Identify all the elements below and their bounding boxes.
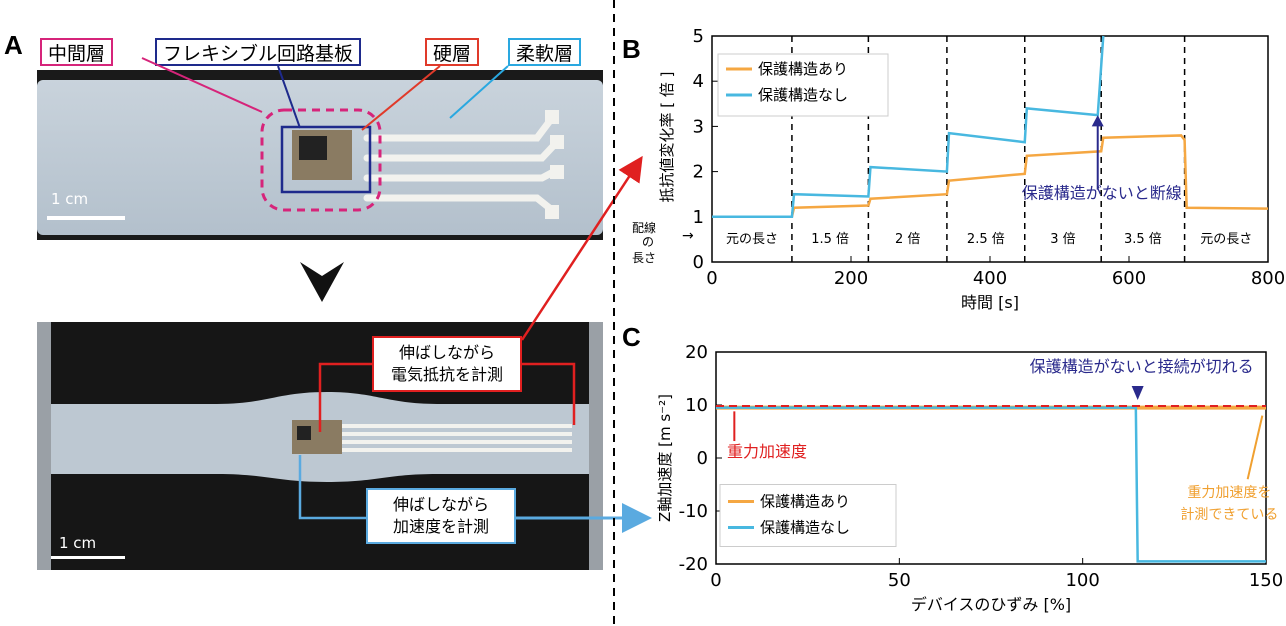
chart-c-xtick-label: 100 [1065, 570, 1099, 591]
chart-b-ytick-label: 1 [693, 207, 704, 228]
soft-layer-label: 柔軟層 [508, 38, 582, 66]
chart-b-legend-box [717, 53, 889, 117]
chart-c-legend-label: 保護構造なし [760, 519, 850, 537]
middle-layer-label: 中間層 [40, 38, 114, 66]
chart-b-segment-label: 2.5 倍 [967, 232, 1005, 247]
chart-b-xtick-label: 600 [1112, 268, 1146, 289]
panel-a-leader-lines [141, 57, 509, 302]
chart-c-series-line [716, 406, 1266, 563]
hard-leader [361, 65, 441, 131]
chart-b-series-line [712, 134, 1269, 219]
chart-c-ytick-label: 20 [685, 342, 708, 363]
chart-b-left-note: 配線 [632, 220, 656, 235]
chart-b-left-arrow-icon: → [682, 228, 694, 244]
chart-b-ylabel: 抵抗値変化率 [ 倍 ] [658, 71, 676, 202]
panel-c-letter: C [622, 322, 641, 352]
top-device-illustration [37, 80, 603, 235]
bottom-scale-bar-label: 1 cm [59, 534, 97, 552]
chart-c-xtick-label: 0 [710, 570, 721, 591]
chart-c-annotation-measured: 重力加速度を [1187, 485, 1271, 501]
callout-connectors [298, 155, 652, 533]
chart-b-series-line [712, 35, 1105, 219]
flex-leader [277, 65, 301, 129]
chart-c-annotation-arrow-icon [1131, 386, 1144, 400]
chart-b-segment-label: 元の長さ [726, 232, 778, 247]
top-device-photo: 1 cm [37, 70, 603, 240]
top-scale-bar-label: 1 cm [51, 190, 89, 208]
chart-c-legend-box [719, 484, 897, 547]
flex-circuit-label: フレキシブル回路基板 [155, 38, 362, 66]
chart-c-annotation-top: 保護構造がないと接続が切れる [1030, 357, 1254, 376]
chart-b-legend-label: 保護構造あり [758, 60, 848, 78]
chart-c-annotation-gravity: 重力加速度 [727, 442, 807, 461]
chart-b-legend-label: 保護構造なし [758, 86, 848, 104]
accel-callout: 伸ばしながら 加速度を計測 [366, 488, 516, 544]
chart-b-ytick-label: 0 [693, 252, 704, 273]
chart-c-xtick-label: 150 [1249, 570, 1283, 591]
soft-leader [449, 65, 509, 119]
chart-c-ytick-label: -10 [679, 501, 708, 522]
red-arrow-to-b [520, 155, 643, 341]
chart-c-ylabel: Z軸加速度 [m s⁻²] [656, 394, 674, 522]
chart-b-segment-label: 3 倍 [1050, 232, 1075, 247]
chart-c-xtick-label: 50 [888, 570, 911, 591]
chart-b: 元の長さ 1.5 倍 2 倍 2.5 倍 3 倍 3.5 倍 元の長さ 0 200 400 600 8… [632, 26, 1285, 312]
chart-b-left-note: の [642, 235, 654, 249]
panel-divider [613, 0, 615, 626]
chart-b-xtick-label: 400 [973, 268, 1007, 289]
accel-callout-line1: 伸ばしながら [392, 495, 489, 514]
chart-b-segment-label: 2 倍 [895, 232, 920, 247]
chart-b-xtick-label: 0 [706, 268, 717, 289]
panel-a-letter: A [4, 30, 23, 60]
chart-b-ytick-label: 2 [693, 162, 704, 183]
chart-b-ytick-label: 4 [693, 71, 704, 92]
chart-b-ytick-label: 5 [693, 26, 704, 47]
chart-c-ytick-label: -20 [679, 554, 708, 575]
chart-c-ytick-label: 0 [697, 448, 708, 469]
chart-b-annotation: 保護構造がないと断線 [1022, 184, 1182, 203]
chart-b-annotation-arrowhead [1091, 115, 1104, 127]
chart-c-xlabel: デバイスのひずみ [%] [911, 595, 1071, 614]
chart-c-ytick-label: 10 [685, 395, 708, 416]
resistance-callout-line1: 伸ばしながら [398, 343, 495, 362]
accel-callout-line2: 加速度を計測 [392, 517, 489, 536]
chart-b-segment-label: 元の長さ [1200, 232, 1252, 247]
chart-c-legend-label: 保護構造あり [760, 493, 850, 511]
chart-b-segment-label: 3.5 倍 [1124, 232, 1162, 247]
chart-c-measured-arrow [1246, 415, 1264, 480]
middle-leader [141, 57, 263, 113]
panel-b-letter: B [622, 34, 641, 64]
chart-b-segment-label: 1.5 倍 [811, 232, 849, 247]
resistance-callout-line2: 電気抵抗を計測 [390, 365, 503, 384]
chart-b-xlabel: 時間 [s] [961, 293, 1019, 312]
chart-c-annotation-measured: 計測できている [1180, 507, 1278, 523]
down-arrow-icon [300, 262, 344, 302]
chart-b-xtick-label: 200 [834, 268, 868, 289]
chart-b-ytick-label: 3 [693, 116, 704, 137]
chart-b-left-note: 長さ [632, 251, 656, 265]
hard-layer-label: 硬層 [425, 38, 480, 66]
bottom-device-illustration [37, 322, 603, 570]
resistance-callout: 伸ばしながら 電気抵抗を計測 [372, 336, 522, 392]
chart-b-xtick-label: 800 [1251, 268, 1285, 289]
